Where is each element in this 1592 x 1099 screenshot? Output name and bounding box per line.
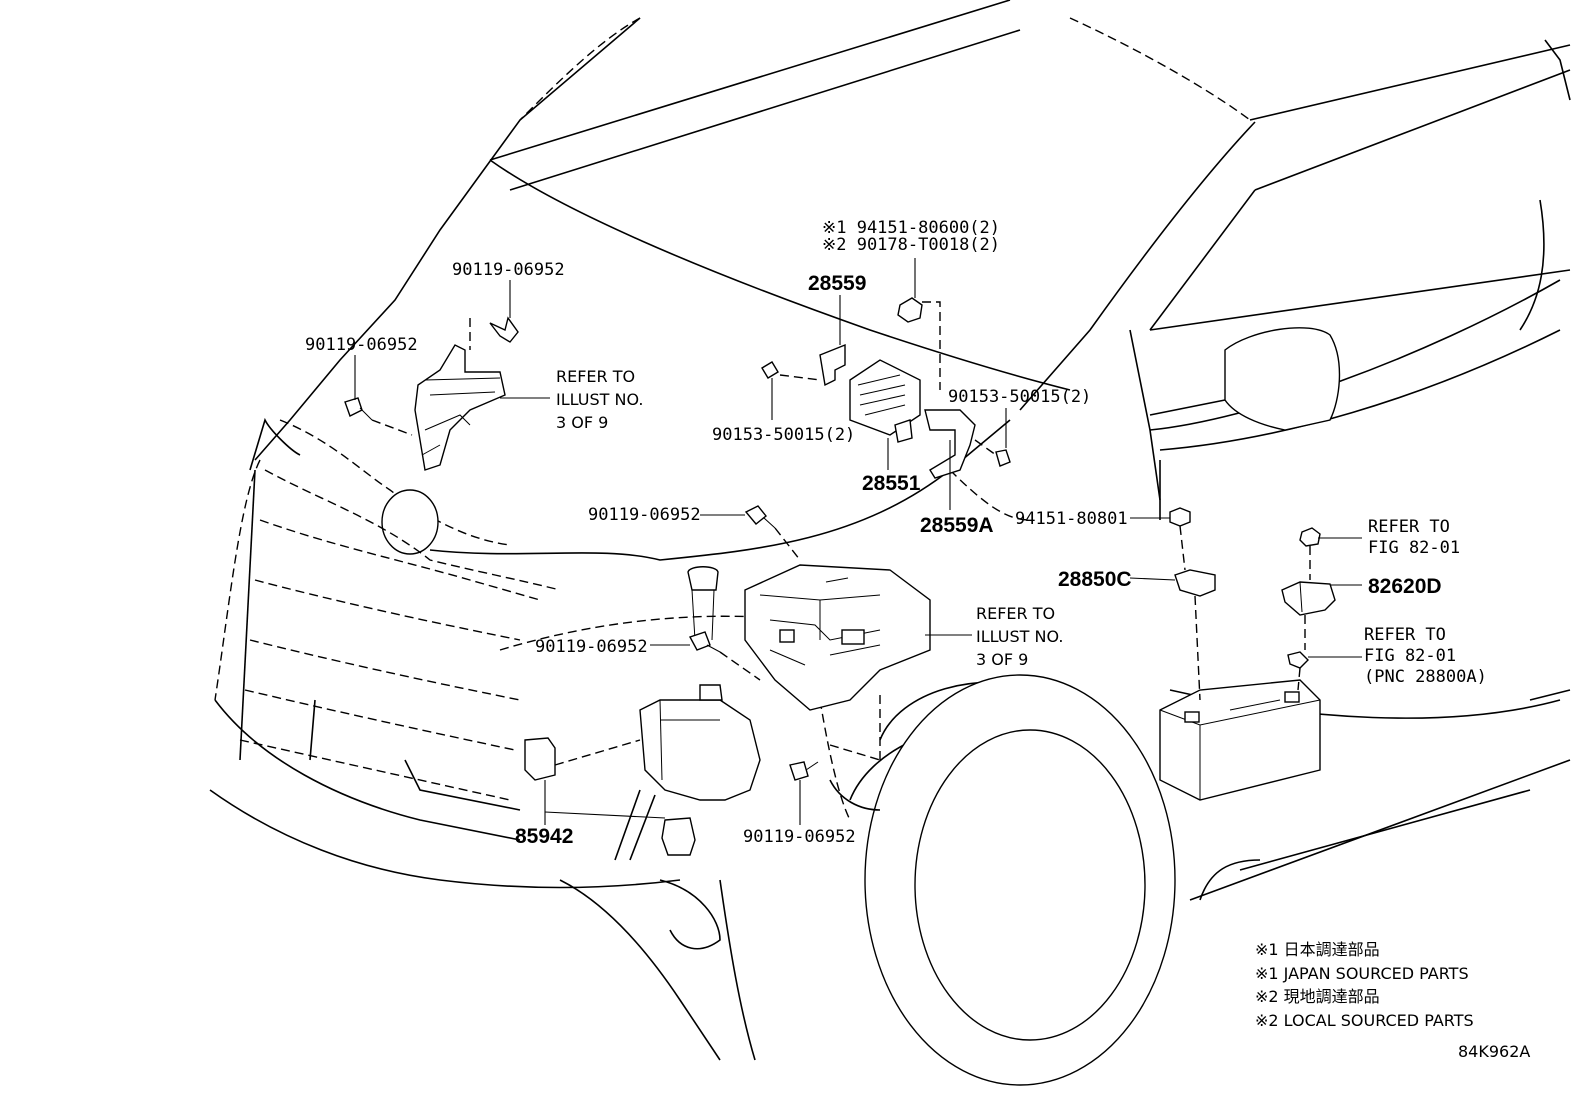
- part-number-label: 90119-06952: [588, 505, 701, 525]
- refer-label: REFER TO: [1368, 517, 1450, 537]
- part-number-label: 85942: [515, 825, 573, 848]
- nut-icon: [1169, 507, 1191, 527]
- nut-icon: [1299, 527, 1321, 547]
- bolt-icon: [744, 505, 776, 529]
- refer-label: 3 OF 9: [976, 650, 1028, 669]
- bolt-icon: [489, 316, 519, 343]
- bolt-icon: [344, 397, 373, 421]
- part-number-label: 28559: [808, 272, 866, 295]
- refer-label: REFER TO: [976, 604, 1055, 623]
- washer-reservoir-part: [639, 566, 761, 801]
- refer-label: FIG 82-01: [1364, 646, 1456, 666]
- part-number-label: 90119-06952: [743, 827, 856, 847]
- refer-label: REFER TO: [556, 367, 635, 386]
- part-number-label: 90119-06952: [305, 335, 418, 355]
- fusible-terminal-part: [1281, 581, 1336, 616]
- part-number-label: 90153-50015(2): [712, 425, 855, 445]
- legend-line: ※2 現地調達部品: [1255, 987, 1380, 1006]
- refer-label: (PNC 28800A): [1364, 667, 1487, 687]
- refer-label: FIG 82-01: [1368, 538, 1460, 558]
- part-number-label: 90119-06952: [452, 260, 565, 280]
- nut-icon: [897, 297, 923, 323]
- leader-lines: [354, 258, 1362, 825]
- part-number-label: 28559A: [920, 514, 994, 537]
- screw-icon: [995, 449, 1011, 467]
- legend-line: ※1 JAPAN SOURCED PARTS: [1255, 964, 1469, 983]
- part-number-label: 90153-50015(2): [948, 387, 1091, 407]
- refer-label: ILLUST NO.: [976, 627, 1063, 646]
- part-number-label: 82620D: [1368, 575, 1442, 598]
- figure-id: 84K962A: [1458, 1042, 1530, 1061]
- bracket-28559A-part: [924, 409, 976, 479]
- part-number-label: ※2 90178-T0018(2): [822, 235, 1000, 255]
- refer-label: REFER TO: [1364, 625, 1446, 645]
- part-number-label: 28551: [862, 472, 921, 495]
- part-number-label: 90119-06952: [535, 637, 648, 657]
- part-number-label: 94151-80801: [1015, 509, 1128, 529]
- legend-line: ※1 日本調達部品: [1255, 940, 1380, 959]
- junction-block-part: [744, 564, 931, 711]
- vehicle-body-outline: [209, 0, 1571, 1086]
- refer-label: 3 OF 9: [556, 413, 608, 432]
- bolt-icon: [789, 761, 819, 781]
- part-number-label: ※1 94151-80600(2): [822, 218, 1000, 238]
- relay-bracket-part: [414, 344, 506, 471]
- bolt-icon: [688, 631, 721, 653]
- screw-icon: [761, 361, 779, 379]
- sensor-85942-part: [524, 737, 556, 781]
- terminal-clamp-part: [1174, 569, 1216, 597]
- part-number-label: 28850C: [1058, 568, 1132, 591]
- battery-part: [1159, 679, 1321, 801]
- fuse-module-part: [819, 343, 921, 443]
- battery-terminal-part: [1287, 651, 1309, 669]
- sensor-85942-part: [661, 817, 696, 856]
- refer-label: ILLUST NO.: [556, 390, 643, 409]
- legend-line: ※2 LOCAL SOURCED PARTS: [1255, 1011, 1474, 1030]
